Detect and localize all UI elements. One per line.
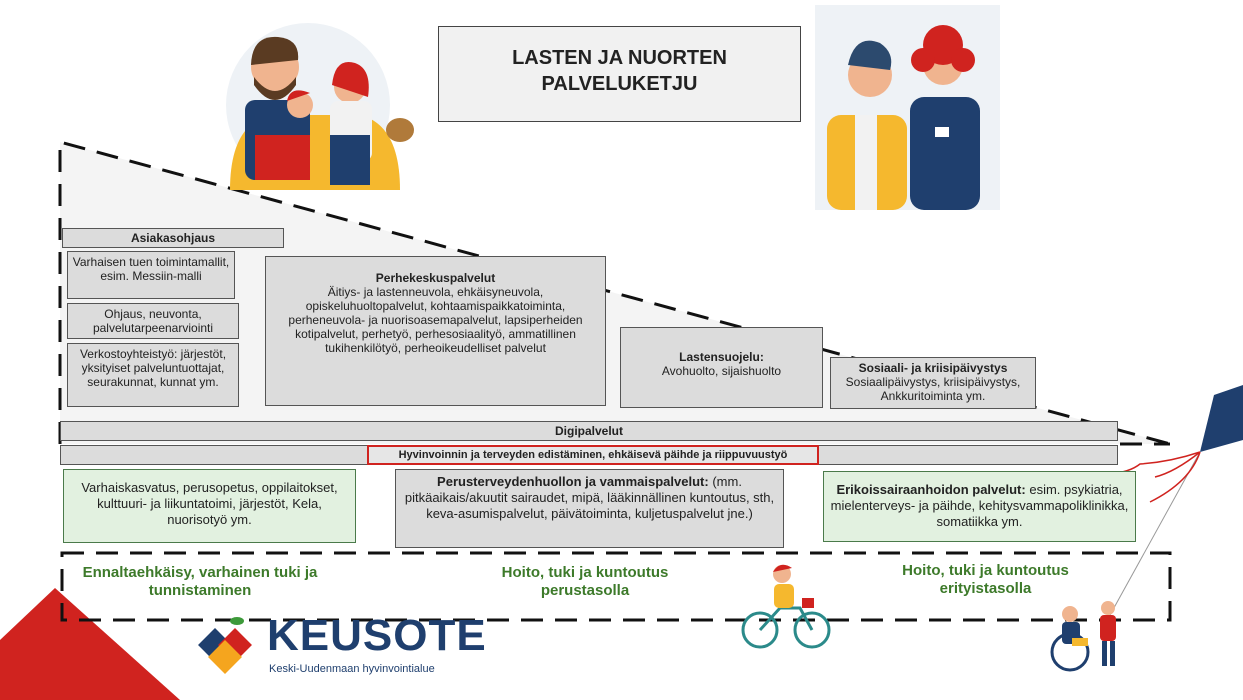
sosiaalipaivystys-text: Sosiaalipäivystys, kriisipäivystys, Ankk…: [845, 375, 1021, 403]
level-prevention: Ennaltaehkäisy, varhainen tuki ja tunnis…: [82, 564, 318, 599]
keusote-logo-name: KEUSOTE: [267, 611, 487, 660]
perusterveydenhuolto-text: (mm. pitkäaikais/akuutit sairaudet, mipä…: [404, 474, 775, 521]
keusote-logo-subtitle: Keski-Uudenmaan hyvinvointialue: [269, 663, 435, 675]
sosiaalipaivystys-title: Sosiaali- ja kriisipäivystys: [858, 361, 1008, 375]
perusterveydenhuolto-title: Perusterveydenhuollon ja vammaispalvelut…: [437, 474, 709, 489]
perhekeskuspalvelut-title: Perhekeskuspalvelut: [375, 271, 496, 285]
hyvinvointi-highlight: Hyvinvoinnin ja terveyden edistäminen, e…: [367, 445, 819, 465]
level-basic-care: Hoito, tuki ja kuntoutus perustasolla: [501, 564, 669, 599]
perhekeskuspalvelut-text: Äitiys- ja lastenneuvola, ehkäisyneuvola…: [288, 285, 583, 355]
asiakasohjaus-header: Asiakasohjaus: [62, 228, 284, 248]
lastensuojelu-text: Avohuolto, sijaishuolto: [661, 364, 782, 378]
red-corner-shape: [0, 588, 180, 700]
family-reading-illustration: [226, 23, 414, 190]
erikoissairaanhoito-title: Erikoissairaanhoidon palvelut:: [836, 482, 1026, 497]
keusote-logo: KEUSOTE Keski-Uudenmaan hyvinvointialue: [193, 613, 493, 688]
title-line-1: LASTEN JA NUORTEN: [512, 47, 727, 69]
kite-icon: [1109, 385, 1243, 616]
title-line-2: PALVELUKETJU: [541, 73, 698, 95]
wheelchair-illustration: [1050, 601, 1116, 672]
level-special-care: Hoito, tuki ja kuntoutus erityistasolla: [902, 562, 1069, 597]
sosiaalipaivystys-box: Sosiaali- ja kriisipäivystys Sosiaalipäi…: [830, 357, 1036, 409]
social-worker-illustration: [815, 5, 1000, 210]
lastensuojelu-box: Lastensuojelu: Avohuolto, sijaishuolto: [620, 327, 823, 408]
varhaiskasvatus-box: Varhaiskasvatus, perusopetus, oppilaitok…: [63, 469, 356, 543]
cyclist-illustration: [741, 564, 831, 649]
digipalvelut-bar: Digipalvelut: [60, 421, 1118, 441]
erikoissairaanhoito-text: esim. psykiatria, mielenterveys- ja päih…: [830, 482, 1129, 529]
perhekeskuspalvelut-box: Perhekeskuspalvelut Äitiys- ja lastenneu…: [265, 256, 606, 406]
asiakasohjaus-item-2: Ohjaus, neuvonta, palvelutarpeenarvioint…: [67, 303, 239, 339]
erikoissairaanhoito-box: Erikoissairaanhoidon palvelut: esim. psy…: [823, 471, 1136, 542]
page-title: LASTEN JA NUORTEN PALVELUKETJU: [438, 26, 801, 122]
asiakasohjaus-item-3: Verkostoyhteistyö: järjestöt, yksityiset…: [67, 343, 239, 407]
perusterveydenhuolto-box: Perusterveydenhuollon ja vammaispalvelut…: [395, 469, 784, 548]
lastensuojelu-title: Lastensuojelu:: [679, 350, 764, 364]
keusote-logo-mark: [198, 617, 252, 674]
asiakasohjaus-item-1: Varhaisen tuen toimintamallit, esim. Mes…: [67, 251, 235, 299]
